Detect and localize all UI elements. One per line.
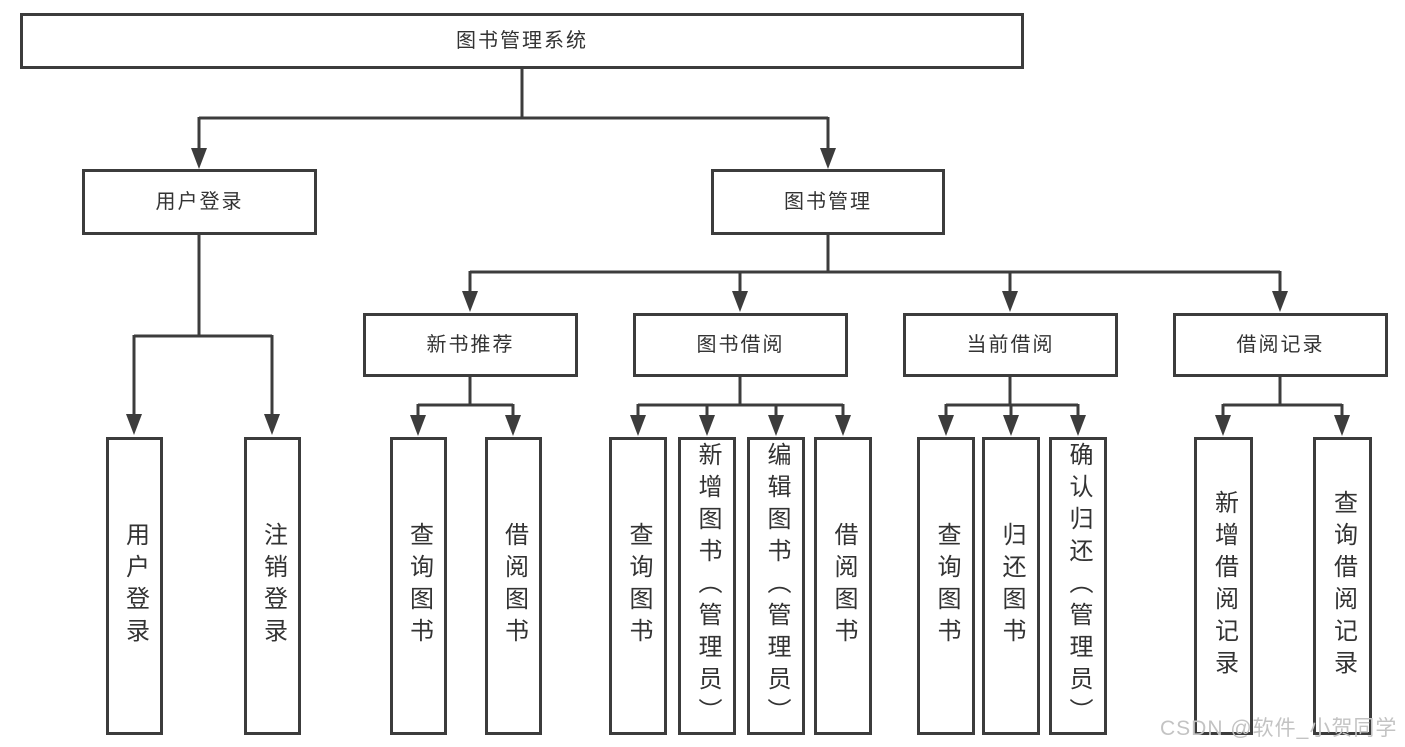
connector-arrowhead-icon bbox=[630, 404, 646, 436]
connector-arrowhead-icon bbox=[462, 271, 478, 312]
leaf-confirm-return-admin: 确认归还（管理员） bbox=[1049, 437, 1107, 735]
connector-arrowhead-icon bbox=[126, 335, 142, 435]
leaf-query-books-borrow: 查询图书 bbox=[609, 437, 667, 735]
leaf-query-borrow-record: 查询借阅记录 bbox=[1313, 437, 1372, 735]
leaf-add-books-admin: 新增图书（管理员） bbox=[678, 437, 736, 735]
node-book-management: 图书管理 bbox=[711, 169, 945, 235]
watermark-text: CSDN @软件_小贺同学 bbox=[1160, 717, 1398, 740]
connector-arrowhead-icon bbox=[938, 404, 954, 436]
node-new-book-recommend: 新书推荐 bbox=[363, 313, 578, 377]
connector-arrowhead-icon bbox=[1334, 404, 1350, 436]
node-library-management-system: 图书管理系统 bbox=[20, 13, 1024, 69]
connector-arrowhead-icon bbox=[264, 335, 280, 435]
node-current-borrowing: 当前借阅 bbox=[903, 313, 1118, 377]
connector-arrowhead-icon bbox=[820, 117, 836, 169]
node-borrowing-records: 借阅记录 bbox=[1173, 313, 1388, 377]
connector-arrowhead-icon bbox=[1003, 404, 1019, 436]
connector-arrowhead-icon bbox=[1272, 271, 1288, 312]
node-book-borrowing: 图书借阅 bbox=[633, 313, 848, 377]
leaf-borrow-books: 借阅图书 bbox=[814, 437, 872, 735]
connector-arrowhead-icon bbox=[1215, 404, 1231, 436]
connector-arrowhead-icon bbox=[732, 271, 748, 312]
leaf-user-login: 用户登录 bbox=[106, 437, 163, 735]
connector-arrowhead-icon bbox=[699, 404, 715, 436]
leaf-edit-books-admin: 编辑图书（管理员） bbox=[747, 437, 805, 735]
connector-arrowhead-icon bbox=[835, 404, 851, 436]
connector-arrowhead-icon bbox=[505, 404, 521, 436]
connector-arrowhead-icon bbox=[768, 404, 784, 436]
node-user-login: 用户登录 bbox=[82, 169, 317, 235]
connector-arrowhead-icon bbox=[1002, 271, 1018, 312]
connector-arrowhead-icon bbox=[1070, 404, 1086, 436]
leaf-query-books-current: 查询图书 bbox=[917, 437, 975, 735]
connector-arrowhead-icon bbox=[191, 117, 207, 169]
leaf-logout: 注销登录 bbox=[244, 437, 301, 735]
connector-arrowhead-icon bbox=[410, 404, 426, 436]
leaf-borrow-books-recommend: 借阅图书 bbox=[485, 437, 542, 735]
leaf-add-borrow-record: 新增借阅记录 bbox=[1194, 437, 1253, 735]
leaf-return-books: 归还图书 bbox=[982, 437, 1040, 735]
leaf-query-books-recommend: 查询图书 bbox=[390, 437, 447, 735]
